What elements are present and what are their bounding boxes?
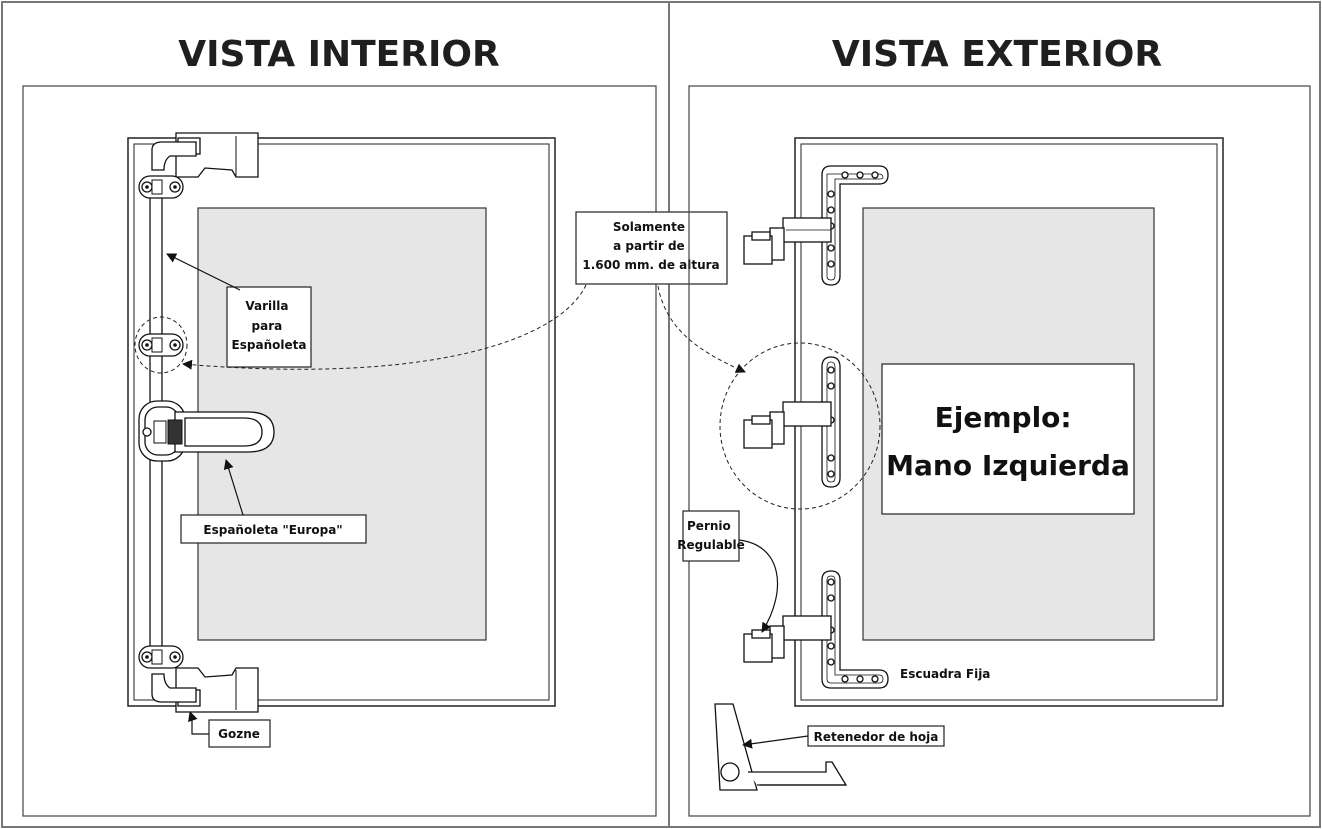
interior-panel: Varilla para Españoleta Españoleta "Euro… (22, 85, 657, 817)
middle-pernio (743, 401, 832, 449)
solamente-note: Solamente a partir de 1.600 mm. de altur… (582, 220, 719, 272)
top-pernio (743, 217, 832, 265)
retenedor-label: Retenedor de hoja (814, 730, 939, 744)
middle-pernio-highlight (719, 342, 881, 510)
escuadra-label: Escuadra Fija (900, 667, 990, 681)
interior-panel-frame (22, 85, 657, 817)
varilla-label: Varilla para Españoleta (232, 299, 307, 352)
pernio-label: Pernio Regulable (677, 519, 745, 552)
espanoleta-label-box (180, 514, 367, 544)
gozne-leader-arrow (188, 711, 209, 735)
varilla-label-box (226, 286, 312, 368)
solamente-dashed-arrow-right (657, 285, 746, 373)
espanoleta-leader-arrow (223, 459, 244, 516)
bottom-rod-guide (138, 645, 184, 669)
middle-guide-highlight (134, 316, 188, 374)
exterior-title: VISTA EXTERIOR (832, 34, 1162, 75)
solamente-dashed-arrow-left (182, 284, 587, 370)
interior-window-frame-inner (133, 143, 550, 701)
ejemplo-label: Ejemplo: Mano Izquierda (886, 401, 1130, 482)
interior-title: VISTA INTERIOR (178, 34, 499, 75)
pernio-leader-arrow (738, 539, 779, 633)
retenedor-leader-arrow (742, 735, 809, 749)
pernio-label-box (682, 510, 740, 562)
exterior-panel: Ejemplo: Mano Izquierda Pernio Regulable… (677, 85, 1311, 817)
espanoleta-label: Españoleta "Europa" (203, 523, 342, 537)
solamente-note-box (575, 211, 728, 285)
exterior-panel-frame (688, 85, 1311, 817)
top-rod-guide (138, 175, 184, 199)
top-hinge (151, 132, 259, 178)
retenedor-drawing (714, 703, 848, 791)
middle-rod-guide (134, 316, 188, 374)
gozne-label: Gozne (218, 727, 260, 741)
bottom-hinge (151, 667, 259, 713)
bottom-pernio (743, 615, 832, 663)
espanoleta-handle (138, 400, 275, 462)
varilla-leader-arrow (166, 253, 241, 291)
ejemplo-box (881, 363, 1135, 515)
gozne-label-box (208, 719, 271, 748)
